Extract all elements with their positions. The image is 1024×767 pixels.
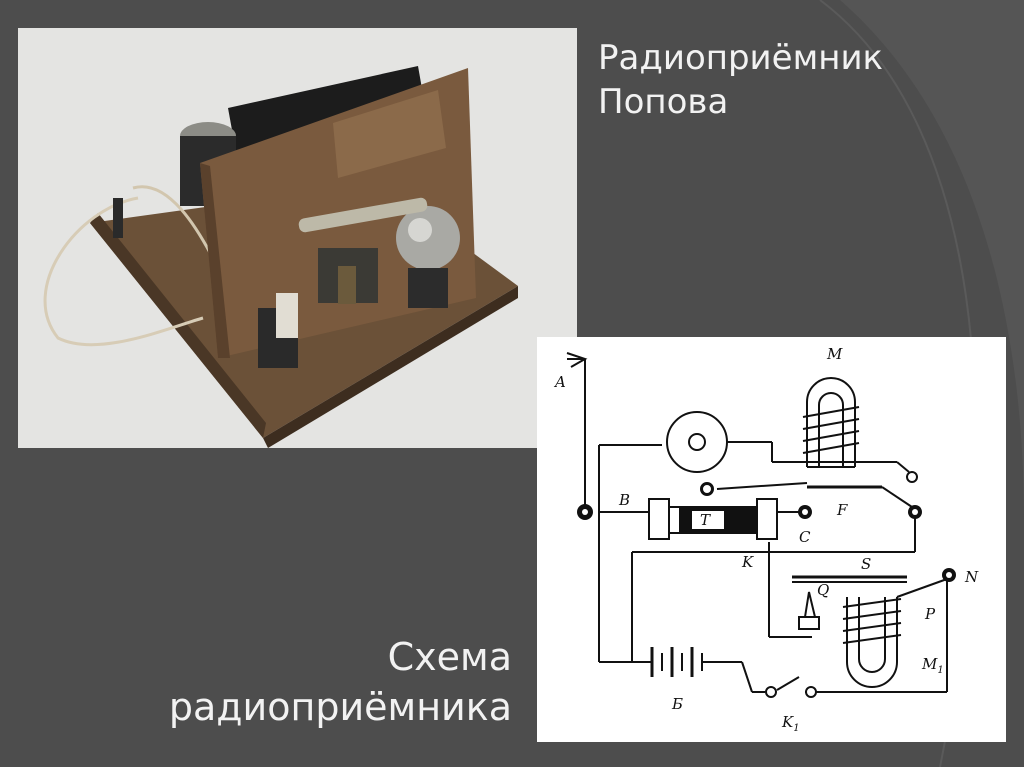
electromagnet-m — [806, 377, 856, 467]
receiver-illustration — [18, 28, 577, 448]
label-n: N — [964, 568, 979, 586]
label-t: T — [700, 511, 711, 529]
schematic-caption: Схема радиоприёмника — [169, 632, 512, 732]
title-line-1: Радиоприёмник — [598, 38, 884, 78]
label-m1-main: M — [921, 655, 938, 673]
receiver-schematic: A M B T C F K S Q N P M1 Б K1 — [537, 337, 1006, 742]
caption-line-1: Схема — [387, 635, 512, 679]
slide-title: Радиоприёмник Попова — [598, 36, 883, 124]
caption-line-2: радиоприёмника — [168, 685, 512, 729]
receiver-photo — [18, 28, 577, 448]
circuit-diagram: A M B T C F K S Q N P M1 Б K1 — [553, 345, 979, 734]
label-b: B — [618, 491, 630, 509]
title-line-2: Попова — [598, 82, 729, 122]
label-p: P — [924, 605, 936, 623]
label-k1: K1 — [781, 713, 800, 734]
electromagnet-m1 — [846, 597, 898, 688]
label-m1-sub: 1 — [937, 665, 943, 676]
label-k: K — [741, 553, 754, 571]
label-a: A — [553, 373, 566, 391]
label-q: Q — [817, 581, 829, 599]
label-battery: Б — [671, 695, 683, 713]
label-k1-sub: 1 — [793, 723, 799, 734]
label-f: F — [836, 501, 848, 519]
label-s: S — [861, 555, 871, 573]
label-c: C — [799, 528, 811, 546]
bell-symbol — [666, 411, 728, 473]
circuit-nodes — [577, 504, 956, 582]
label-k1-main: K — [781, 713, 794, 731]
label-m1: M1 — [921, 655, 944, 676]
label-m: M — [826, 345, 843, 363]
